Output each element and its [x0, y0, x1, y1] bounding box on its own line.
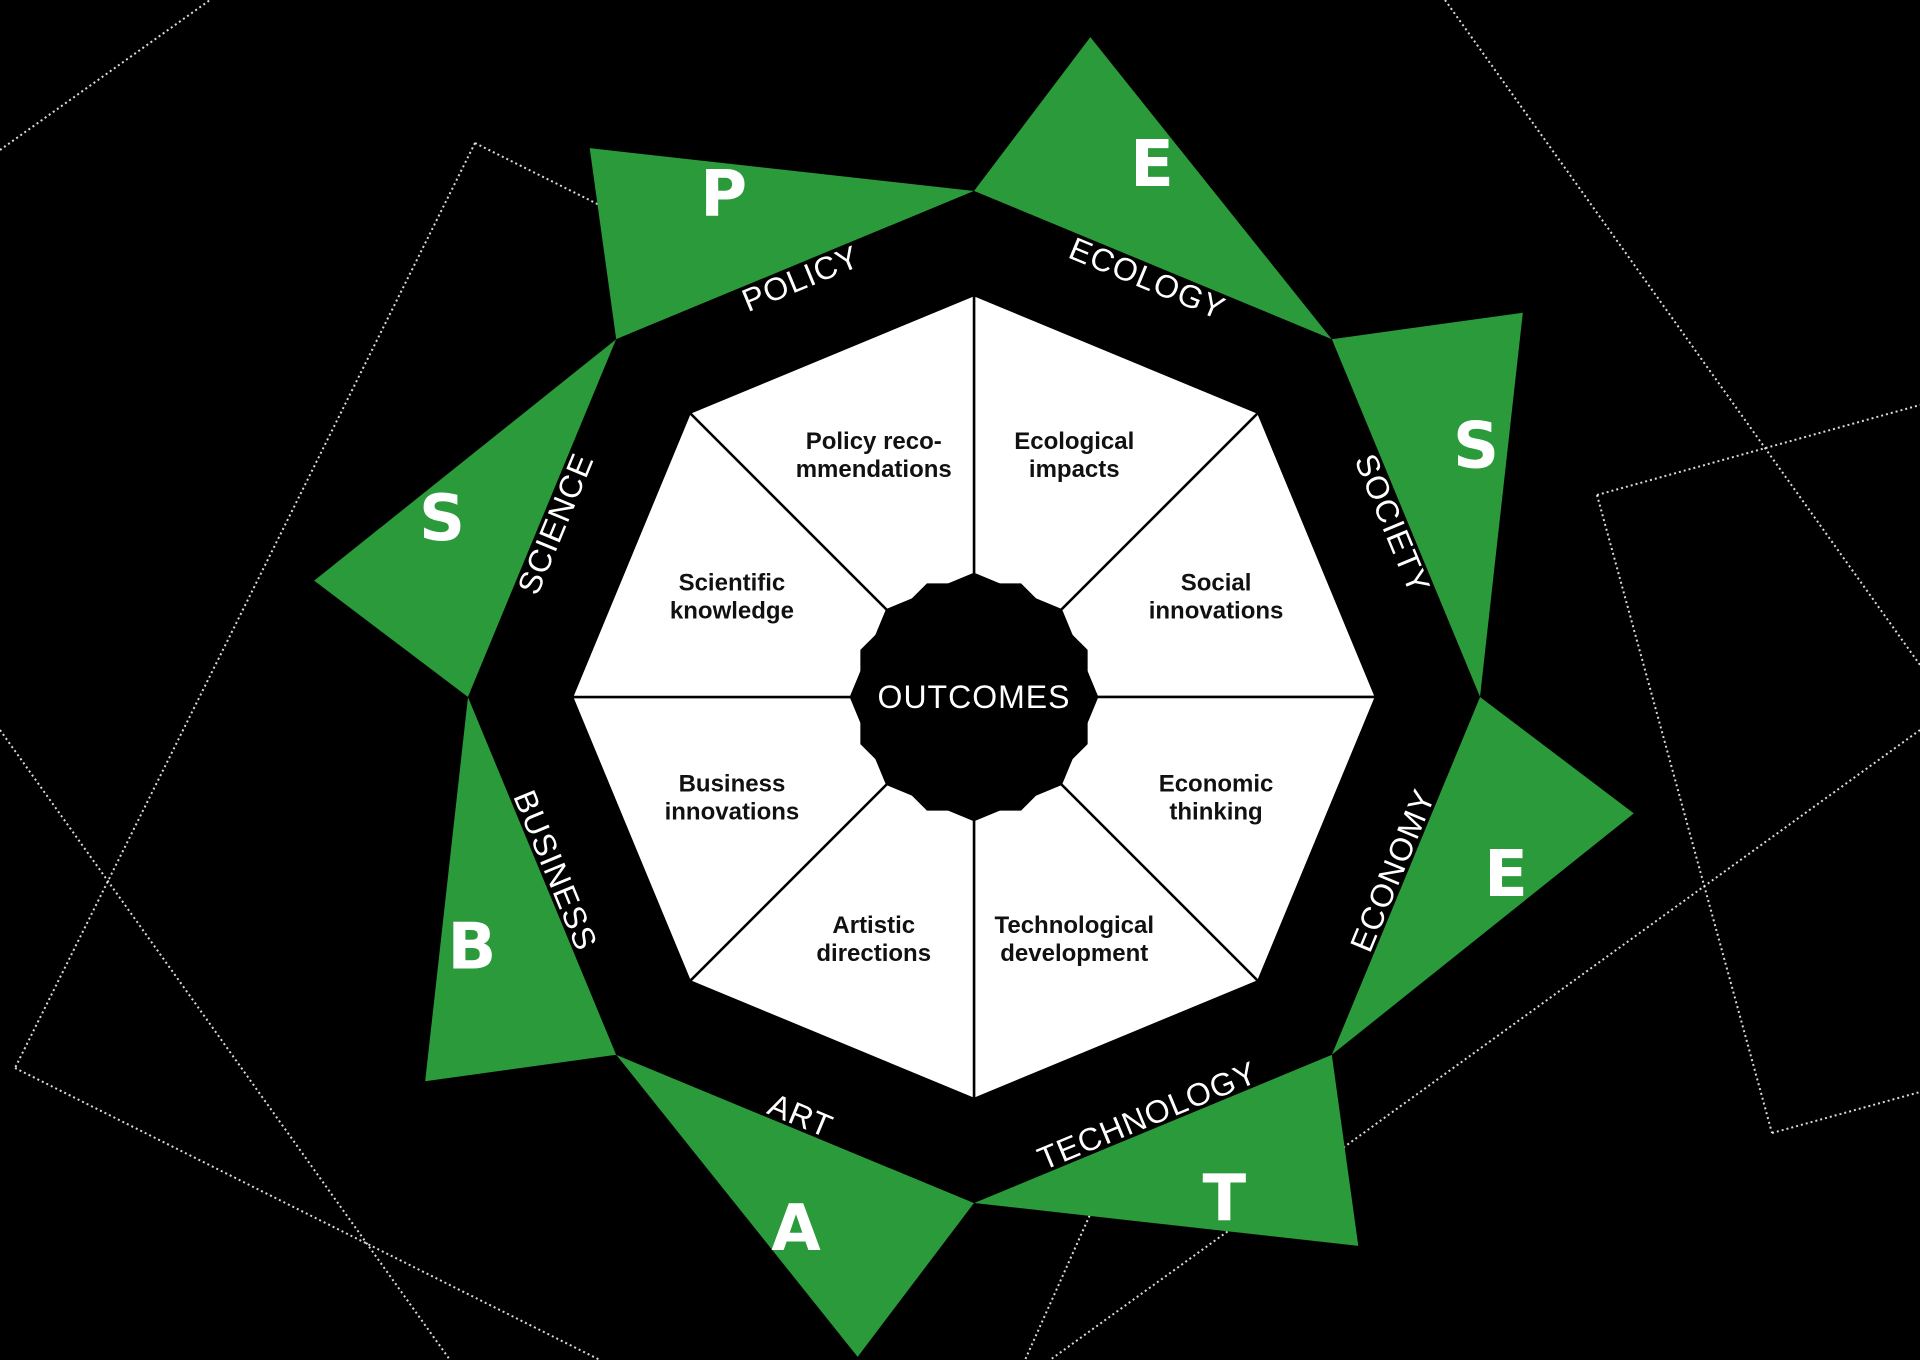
sector-triangle: [314, 339, 617, 697]
sector-triangle: [974, 37, 1332, 340]
outcomes-center-label: OUTCOMES: [878, 679, 1071, 715]
outcomes-hub: [860, 583, 1088, 811]
sector-triangle: [974, 1054, 1359, 1246]
sector-letter: A: [771, 1192, 821, 1266]
dotted-line: [1049, 729, 1920, 1360]
dotted-line: [14, 1067, 601, 1360]
dotted-line: [1596, 494, 1773, 1134]
outcome-label: Policy reco-mmendations: [796, 428, 952, 483]
sector-triangle: [1331, 697, 1634, 1055]
outcome-segments: [570, 293, 1378, 1101]
dotted-line: [0, 729, 451, 1360]
dotted-line: [14, 142, 476, 1069]
sector-letter: E: [1130, 128, 1174, 202]
sector-letter: P: [700, 158, 747, 232]
letter-triangles: [314, 37, 1634, 1357]
sector-triangle: [589, 148, 974, 340]
dotted-line: [1596, 404, 1920, 496]
sector-letters: E S E T A B S P: [419, 128, 1528, 1266]
sector-triangle: [616, 1054, 974, 1357]
sector-triangle: [425, 697, 617, 1082]
sector-letter: T: [1202, 1162, 1246, 1236]
sector-letter: S: [419, 482, 465, 556]
sector-triangle: [1331, 312, 1523, 697]
dotted-line: [1444, 0, 1920, 666]
sector-letter: E: [1484, 838, 1528, 912]
sector-letter: B: [448, 910, 497, 984]
dotted-line: [0, 0, 211, 151]
dotted-line: [1771, 1091, 1920, 1134]
sector-letter: S: [1453, 410, 1499, 484]
